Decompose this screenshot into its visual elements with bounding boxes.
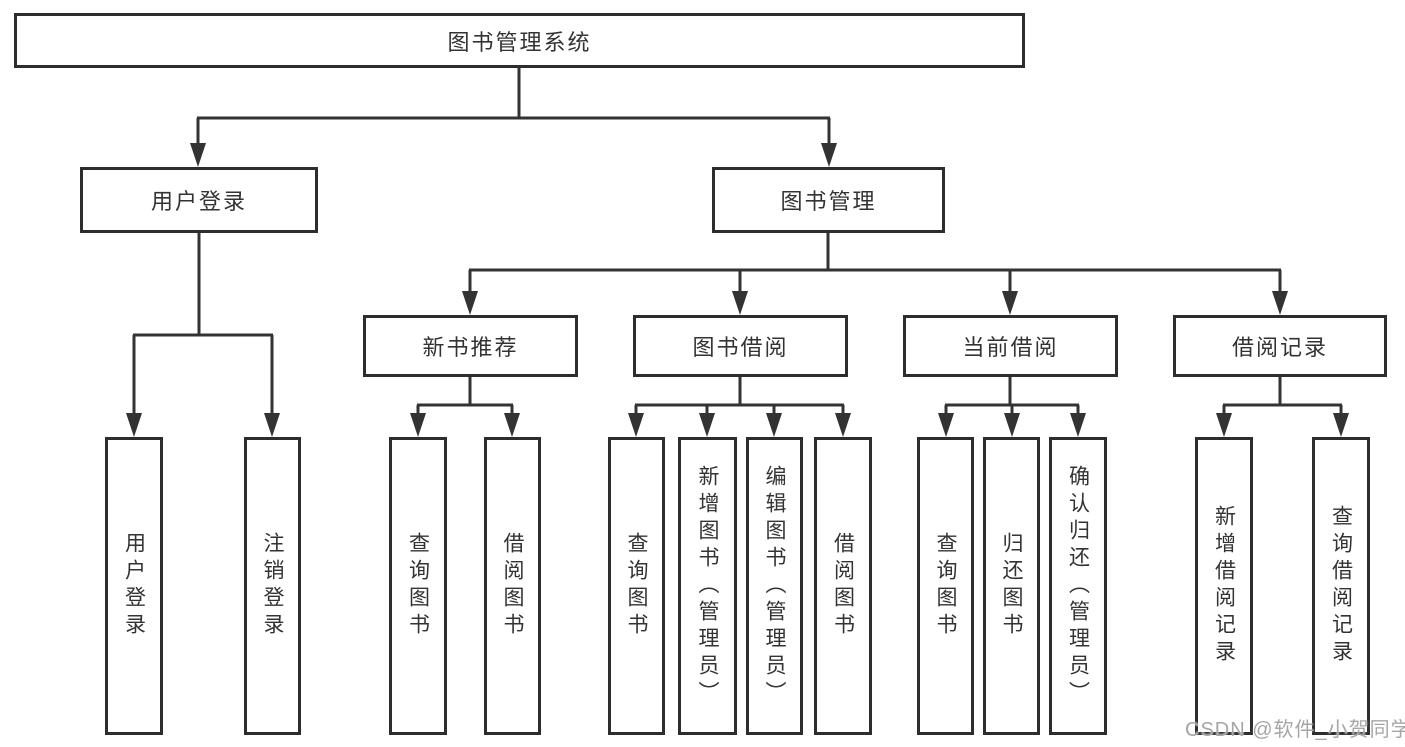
leaf-records-query-record: 查询借阅记录	[1312, 437, 1370, 735]
node-current-borrow: 当前借阅	[903, 315, 1118, 377]
arrowhead-down-icon	[938, 413, 954, 437]
node-borrow-records: 借阅记录	[1173, 315, 1387, 377]
leaf-borrow-edit-books-admin: 编辑图书（管理员）	[746, 437, 803, 735]
arrowhead-down-icon	[264, 413, 280, 437]
arrowhead-down-icon	[766, 413, 782, 437]
leaf-records-add-record: 新增借阅记录	[1195, 437, 1253, 735]
arrowhead-down-icon	[1272, 291, 1288, 315]
leaf-current-confirm-return-admin: 确认归还（管理员）	[1049, 437, 1107, 735]
leaf-current-query-books: 查询图书	[917, 437, 974, 735]
node-root-system: 图书管理系统	[14, 13, 1025, 68]
leaf-logout-login: 注销登录	[244, 437, 301, 735]
arrowhead-down-icon	[504, 413, 520, 437]
arrowhead-down-icon	[126, 413, 142, 437]
arrowhead-down-icon	[628, 413, 644, 437]
leaf-user-login: 用户登录	[105, 437, 163, 735]
arrowhead-down-icon	[1002, 291, 1018, 315]
leaf-newrec-query-books: 查询图书	[389, 437, 447, 735]
leaf-borrow-borrow-books: 借阅图书	[814, 437, 872, 735]
arrowhead-down-icon	[835, 413, 851, 437]
node-book-borrow: 图书借阅	[633, 315, 848, 377]
arrowhead-down-icon	[821, 143, 837, 167]
node-new-book-recommend: 新书推荐	[363, 315, 578, 377]
leaf-borrow-query-books: 查询图书	[608, 437, 665, 735]
arrowhead-down-icon	[462, 291, 478, 315]
arrowhead-down-icon	[190, 143, 206, 167]
arrowhead-down-icon	[1070, 413, 1086, 437]
node-user-login: 用户登录	[80, 167, 318, 233]
leaf-borrow-add-books-admin: 新增图书（管理员）	[678, 437, 737, 735]
arrowhead-down-icon	[1333, 413, 1349, 437]
arrowhead-down-icon	[732, 291, 748, 315]
node-book-management: 图书管理	[712, 167, 945, 233]
arrowhead-down-icon	[410, 413, 426, 437]
arrowhead-down-icon	[699, 413, 715, 437]
leaf-newrec-borrow-books: 借阅图书	[484, 437, 541, 735]
arrowhead-down-icon	[1004, 413, 1020, 437]
csdn-watermark: CSDN @软件_小贺同学	[1185, 719, 1405, 741]
leaf-current-return-books: 归还图书	[983, 437, 1040, 735]
arrowhead-down-icon	[1216, 413, 1232, 437]
